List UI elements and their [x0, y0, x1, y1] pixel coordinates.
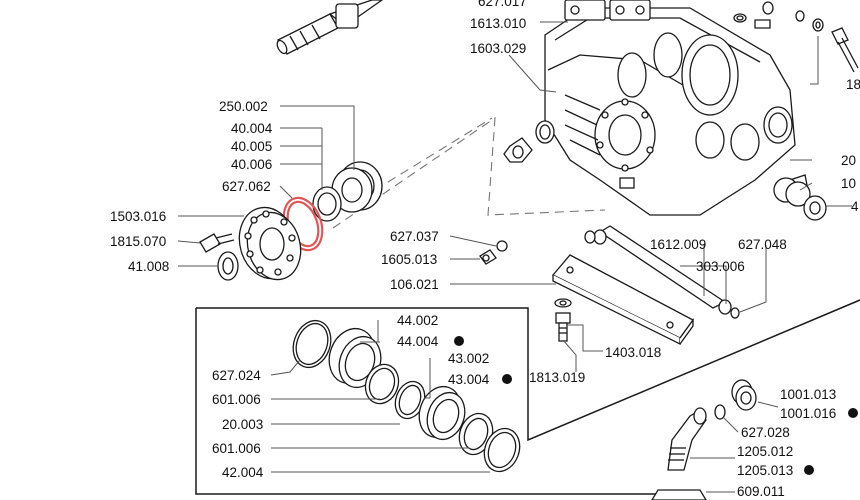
label-1001-016: 1001.016	[780, 406, 836, 421]
label-601-006-b: 601.006	[212, 441, 261, 456]
label-43-002: 43.002	[448, 351, 489, 366]
bar-part	[551, 254, 694, 346]
label-20-edge: 20	[841, 153, 856, 168]
kit-dot-1001-016	[848, 408, 858, 418]
label-4-edge: 4	[851, 199, 859, 214]
kit-dot-43-004	[502, 374, 512, 384]
label-106-021: 106.021	[390, 277, 439, 292]
label-627-017: 627.017	[478, 0, 527, 9]
bottom-right-fittings	[651, 379, 757, 500]
fittings-small	[479, 240, 508, 265]
screw-and-seal	[199, 233, 239, 281]
label-1613-010: 1613.010	[470, 16, 526, 31]
seal-kit-parts	[292, 319, 521, 473]
label-40-005: 40.005	[231, 139, 272, 154]
seal-kit-box	[195, 299, 860, 495]
label-41-008: 41.008	[128, 259, 169, 274]
flange-part	[238, 206, 302, 281]
label-1605-013: 1605.013	[381, 252, 437, 267]
kit-dot-44-004	[454, 336, 464, 346]
bolt-part	[554, 298, 572, 342]
label-627-048: 627.048	[738, 237, 787, 252]
shaft-part	[276, 0, 384, 55]
label-609-011: 609.011	[737, 484, 785, 499]
kit-markers	[454, 336, 858, 475]
label-627-028: 627.028	[741, 425, 790, 440]
label-1603-029: 1603.029	[470, 41, 526, 56]
label-1813-019: 1813.019	[529, 370, 585, 385]
label-627-062: 627.062	[222, 179, 271, 194]
label-40-004: 40.004	[231, 121, 273, 136]
label-43-004: 43.004	[448, 372, 490, 387]
plug-part	[503, 120, 555, 163]
label-627-024: 627.024	[212, 368, 261, 383]
label-627-037: 627.037	[390, 229, 439, 244]
label-303-006: 303.006	[696, 259, 745, 274]
kit-dot-1205-013	[804, 465, 814, 475]
label-1001-013: 1001.013	[780, 387, 836, 402]
label-1403-018: 1403.018	[605, 345, 661, 360]
tube-part	[584, 225, 740, 319]
label-44-004: 44.004	[397, 334, 439, 349]
label-40-006: 40.006	[231, 157, 272, 172]
part-labels: 627.017 1613.010 1603.029 250.002 40.004…	[110, 0, 860, 499]
leader-lines	[177, 21, 852, 493]
label-1205-012: 1205.012	[737, 444, 793, 459]
label-250-002: 250.002	[219, 99, 268, 114]
label-18-edge: 18	[846, 77, 860, 92]
label-1503-016: 1503.016	[110, 209, 166, 224]
dashed-guides	[332, 116, 606, 229]
label-20-003: 20.003	[222, 417, 263, 432]
bearing-group	[312, 161, 383, 222]
label-1205-013: 1205.013	[737, 463, 793, 478]
crankcase-part	[544, 0, 796, 216]
label-1815-070: 1815.070	[110, 234, 166, 249]
label-42-004: 42.004	[222, 465, 264, 480]
label-1612-009: 1612.009	[650, 237, 706, 252]
label-601-006-a: 601.006	[212, 392, 261, 407]
top-right-fasteners	[733, 1, 859, 221]
label-44-002: 44.002	[397, 313, 438, 328]
label-10-edge: 10	[841, 176, 856, 191]
